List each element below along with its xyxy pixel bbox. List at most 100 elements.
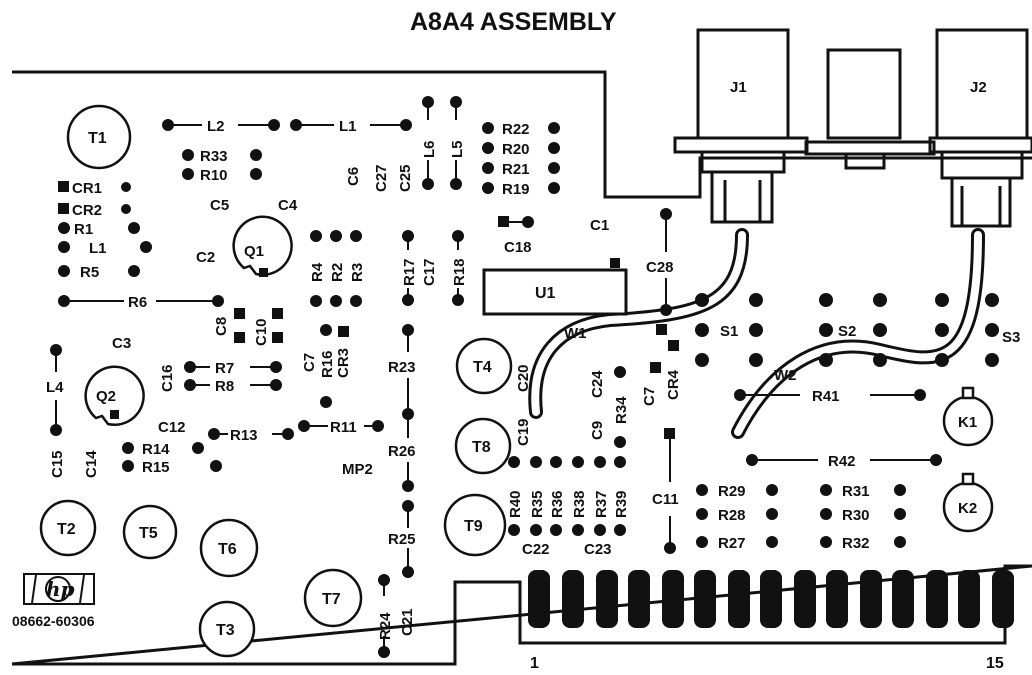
label-r11: R11 — [330, 419, 357, 436]
label-c25: C25 — [397, 164, 414, 192]
label-r13: R13 — [230, 427, 258, 444]
transformer-t8 — [454, 417, 512, 475]
label-j1: J1 — [730, 79, 747, 96]
label-l4: L4 — [46, 379, 64, 396]
center-block — [804, 48, 936, 170]
label-q1: Q1 — [244, 243, 264, 260]
label-c7-right: C7 — [641, 387, 658, 406]
label-c5: C5 — [210, 197, 229, 214]
label-c21: C21 — [399, 608, 416, 636]
label-r32: R32 — [842, 535, 870, 552]
transistor-q2 — [84, 365, 145, 426]
label-t7: T7 — [322, 591, 341, 608]
label-r25: R25 — [388, 531, 416, 548]
label-r38: R38 — [571, 490, 588, 518]
label-r41: R41 — [812, 388, 840, 405]
label-r31: R31 — [842, 483, 870, 500]
label-c22: C22 — [522, 541, 550, 558]
cable-w2-core — [734, 231, 982, 436]
label-r39: R39 — [613, 490, 630, 518]
label-r40: R40 — [507, 490, 524, 518]
transformer-t1 — [66, 104, 132, 170]
label-r27: R27 — [718, 535, 746, 552]
label-l6: L6 — [421, 140, 438, 158]
label-r6: R6 — [128, 294, 147, 311]
label-cr1: CR1 — [72, 180, 102, 197]
label-t4: T4 — [473, 359, 492, 376]
label-r33: R33 — [200, 148, 228, 165]
label-cr2: CR2 — [72, 202, 102, 219]
transformer-t6 — [199, 518, 259, 578]
ic-u1-pin1 — [610, 258, 620, 268]
label-q2: Q2 — [96, 388, 116, 405]
label-r1: R1 — [74, 221, 93, 238]
label-l5: L5 — [449, 140, 466, 158]
label-w1: W1 — [564, 325, 587, 342]
label-c24: C24 — [589, 370, 606, 398]
square-pads — [58, 181, 679, 439]
label-c9: C9 — [589, 421, 606, 440]
label-r7: R7 — [215, 360, 234, 377]
label-r37: R37 — [593, 490, 610, 518]
label-r15: R15 — [142, 459, 170, 476]
label-r14: R14 — [142, 441, 170, 458]
label-c12: C12 — [158, 419, 186, 436]
label-c20: C20 — [515, 364, 532, 392]
label-c28: C28 — [646, 259, 674, 276]
label-r20: R20 — [502, 141, 530, 158]
label-c18: C18 — [504, 239, 532, 256]
ic-u1 — [482, 268, 628, 316]
label-r22: R22 — [502, 121, 530, 138]
label-t3: T3 — [216, 622, 235, 639]
label-s3: S3 — [1002, 329, 1020, 346]
label-c17: C17 — [421, 258, 438, 286]
label-cr3: CR3 — [335, 348, 352, 378]
hp-logo-text: hp — [46, 577, 75, 601]
label-mp2: MP2 — [342, 461, 373, 478]
label-c4: C4 — [278, 197, 298, 214]
label-s2: S2 — [838, 323, 856, 340]
label-r8: R8 — [215, 378, 234, 395]
label-t2: T2 — [57, 521, 76, 538]
label-s1: S1 — [720, 323, 738, 340]
hp-logo: hp — [23, 573, 95, 605]
edge-pin-last: 15 — [986, 655, 1004, 672]
label-r34: R34 — [613, 396, 630, 424]
label-w2: W2 — [774, 367, 797, 384]
label-c23: C23 — [584, 541, 612, 558]
connector-j1 — [673, 28, 809, 224]
label-c2: C2 — [196, 249, 215, 266]
label-r36: R36 — [549, 490, 566, 518]
label-c11: C11 — [652, 491, 679, 508]
label-r19: R19 — [502, 181, 530, 198]
label-c15: C15 — [49, 450, 66, 478]
label-r3: R3 — [349, 263, 366, 282]
transistor-q1 — [232, 215, 293, 276]
label-t1: T1 — [88, 130, 107, 147]
label-c10: C10 — [253, 318, 270, 346]
label-r5: R5 — [80, 264, 99, 281]
transformer-t2 — [39, 499, 97, 557]
label-r17: R17 — [401, 258, 418, 286]
label-r28: R28 — [718, 507, 746, 524]
assembly-title: A8A4 ASSEMBLY — [410, 8, 617, 36]
transformer-t4 — [455, 337, 513, 395]
label-r16: R16 — [319, 350, 336, 378]
label-r10: R10 — [200, 167, 228, 184]
label-c7-left: C7 — [301, 353, 318, 372]
label-c19: C19 — [515, 418, 532, 446]
part-number: 08662-60306 — [12, 613, 95, 629]
label-k2: K2 — [958, 500, 977, 517]
transformer-t5 — [122, 504, 178, 560]
label-k1: K1 — [958, 414, 977, 431]
label-c16: C16 — [159, 364, 176, 392]
cable-w1-core — [531, 231, 746, 416]
label-r24: R24 — [377, 612, 394, 640]
label-r29: R29 — [718, 483, 746, 500]
label-cr4: CR4 — [665, 369, 682, 400]
label-j2: J2 — [970, 79, 987, 96]
transformer-t3 — [198, 600, 256, 658]
edge-connector — [528, 570, 1014, 628]
label-r42: R42 — [828, 453, 856, 470]
